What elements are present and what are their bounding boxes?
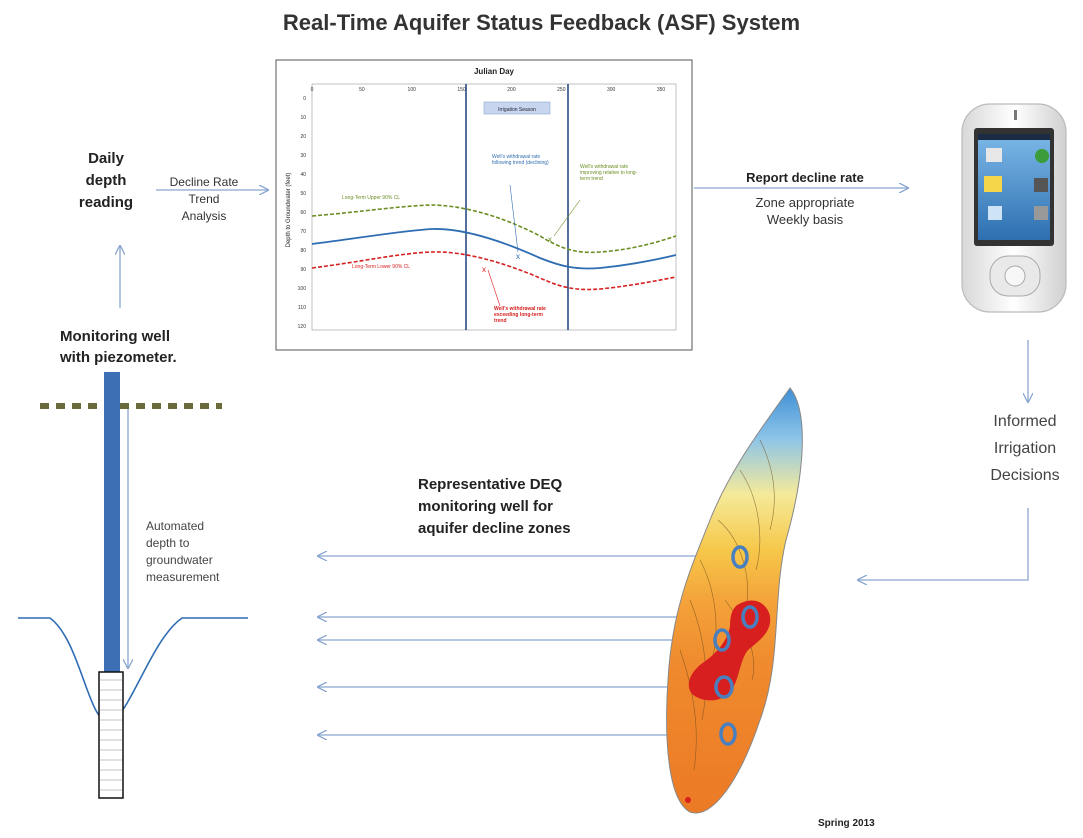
decisions-line: Decisions	[990, 467, 1060, 484]
x-tick-label: 250	[557, 87, 566, 93]
footer-date: Spring 2013	[818, 818, 875, 829]
irrigation-line: Irrigation	[993, 440, 1057, 457]
annot-green-x: x	[548, 235, 552, 244]
decline-rate-analysis: Decline Rate Trend Analysis	[150, 174, 258, 225]
report-line-1: Zone appropriate	[755, 195, 855, 210]
monitoring-well-marker-2	[741, 605, 759, 629]
x-tick-label: 200	[507, 87, 516, 93]
reading-line: reading	[78, 194, 134, 211]
monitoring-well-marker-1	[731, 545, 749, 569]
x-tick-label: 0	[311, 87, 314, 93]
monitoring-well-marker-5	[719, 722, 737, 746]
daily-line: Daily	[88, 150, 124, 167]
irrigation-season-box	[483, 101, 551, 115]
monitoring-well-marker-3	[713, 628, 731, 652]
decline-rate-line: Decline Rate	[169, 175, 239, 189]
x-tick-label: 100	[408, 87, 417, 93]
y-tick-label: 120	[298, 324, 307, 330]
piezometer-screen	[98, 671, 124, 799]
lower-ci-curve	[311, 251, 677, 291]
report-line-2: Weekly basis	[766, 212, 844, 227]
y-tick-label: 10	[300, 115, 306, 121]
depth-line: depth	[85, 172, 127, 189]
chart-xlabel: Julian Day	[474, 67, 515, 76]
representative-line-1: Representative DEQ	[418, 476, 563, 493]
screen-hatching	[100, 679, 122, 791]
chart-plot-area	[311, 83, 677, 331]
y-tick-label: 80	[300, 248, 306, 254]
y-tick-label: 20	[300, 134, 306, 140]
informed-line: Informed	[993, 413, 1057, 430]
drawdown-cone	[18, 617, 248, 723]
daily-depth-reading: Daily depth reading	[60, 148, 152, 214]
x-tick-labels: 0 50 100 150 200 250 300 350	[311, 87, 666, 93]
annot-red-x: x	[482, 265, 486, 274]
automated-line-1: Automated	[146, 519, 205, 533]
annot-red-leader	[487, 269, 501, 307]
monitoring-well-marker-4	[714, 675, 734, 699]
annot-blue-x: x	[516, 252, 520, 261]
y-tick-label: 40	[300, 172, 306, 178]
y-tick-label: 70	[300, 229, 306, 235]
automated-line-4: measurement	[146, 570, 220, 584]
x-tick-label: 300	[607, 87, 616, 93]
irrigation-season-label: Irrigation Season	[498, 107, 536, 113]
report-block: Report decline rate Zone appropriate Wee…	[720, 170, 890, 227]
informed-decisions: Informed Irrigation Decisions	[975, 408, 1075, 489]
y-tick-label: 90	[300, 267, 306, 273]
lower-ci-label: Long-Term Lower 90% CL	[352, 264, 410, 270]
monitoring-well-label: Monitoring well with piezometer.	[60, 326, 177, 368]
representative-label: Representative DEQ monitoring well for a…	[418, 474, 571, 540]
monitoring-line-1: Monitoring well	[60, 328, 170, 345]
annot-blue: Well's withdrawal rate following trend (…	[492, 154, 549, 166]
y-tick-label: 30	[300, 153, 306, 159]
x-tick-label: 150	[457, 87, 466, 93]
upper-ci-curve	[311, 204, 677, 254]
trend-line: Trend	[188, 192, 220, 206]
smartphone-icon	[961, 103, 1067, 313]
y-tick-label: 0	[303, 96, 306, 102]
annot-green: Well's withdrawal rate improving relativ…	[580, 164, 638, 182]
well-pipe	[104, 372, 120, 676]
y-tick-labels: 0 10 20 30 40 50 60 70 80 90 100 110 120	[298, 96, 307, 330]
y-tick-label: 60	[300, 210, 306, 216]
arrow-to-map	[858, 508, 1029, 580]
automated-measurement: Automated depth to groundwater measureme…	[146, 518, 219, 586]
report-heading: Report decline rate	[746, 170, 864, 185]
automated-line-2: depth to	[146, 536, 190, 550]
mean-trend-curve	[311, 228, 677, 270]
annot-blue-leader	[509, 184, 519, 253]
diagram-title: Real-Time Aquifer Status Feedback (ASF) …	[282, 10, 801, 35]
x-tick-label: 50	[359, 87, 365, 93]
representative-line-2: monitoring well for	[418, 498, 553, 515]
x-tick-label: 350	[657, 87, 666, 93]
y-tick-label: 50	[300, 191, 306, 197]
analysis-line: Analysis	[181, 209, 227, 223]
upper-ci-label: Long-Term Upper 90% CL	[342, 195, 400, 201]
y-tick-label: 100	[298, 286, 307, 292]
aquifer-decline-map	[666, 387, 803, 814]
representative-line-3: aquifer decline zones	[418, 520, 571, 537]
y-tick-label: 110	[298, 305, 306, 311]
automated-line-3: groundwater	[146, 553, 213, 567]
chart-ylabel: Depth to Groundwater (feet)	[286, 173, 292, 248]
annot-green-leader	[553, 199, 581, 237]
monitoring-line-2: with piezometer.	[60, 349, 177, 366]
annot-red: Well's withdrawal rate exceeding long-te…	[494, 306, 546, 324]
